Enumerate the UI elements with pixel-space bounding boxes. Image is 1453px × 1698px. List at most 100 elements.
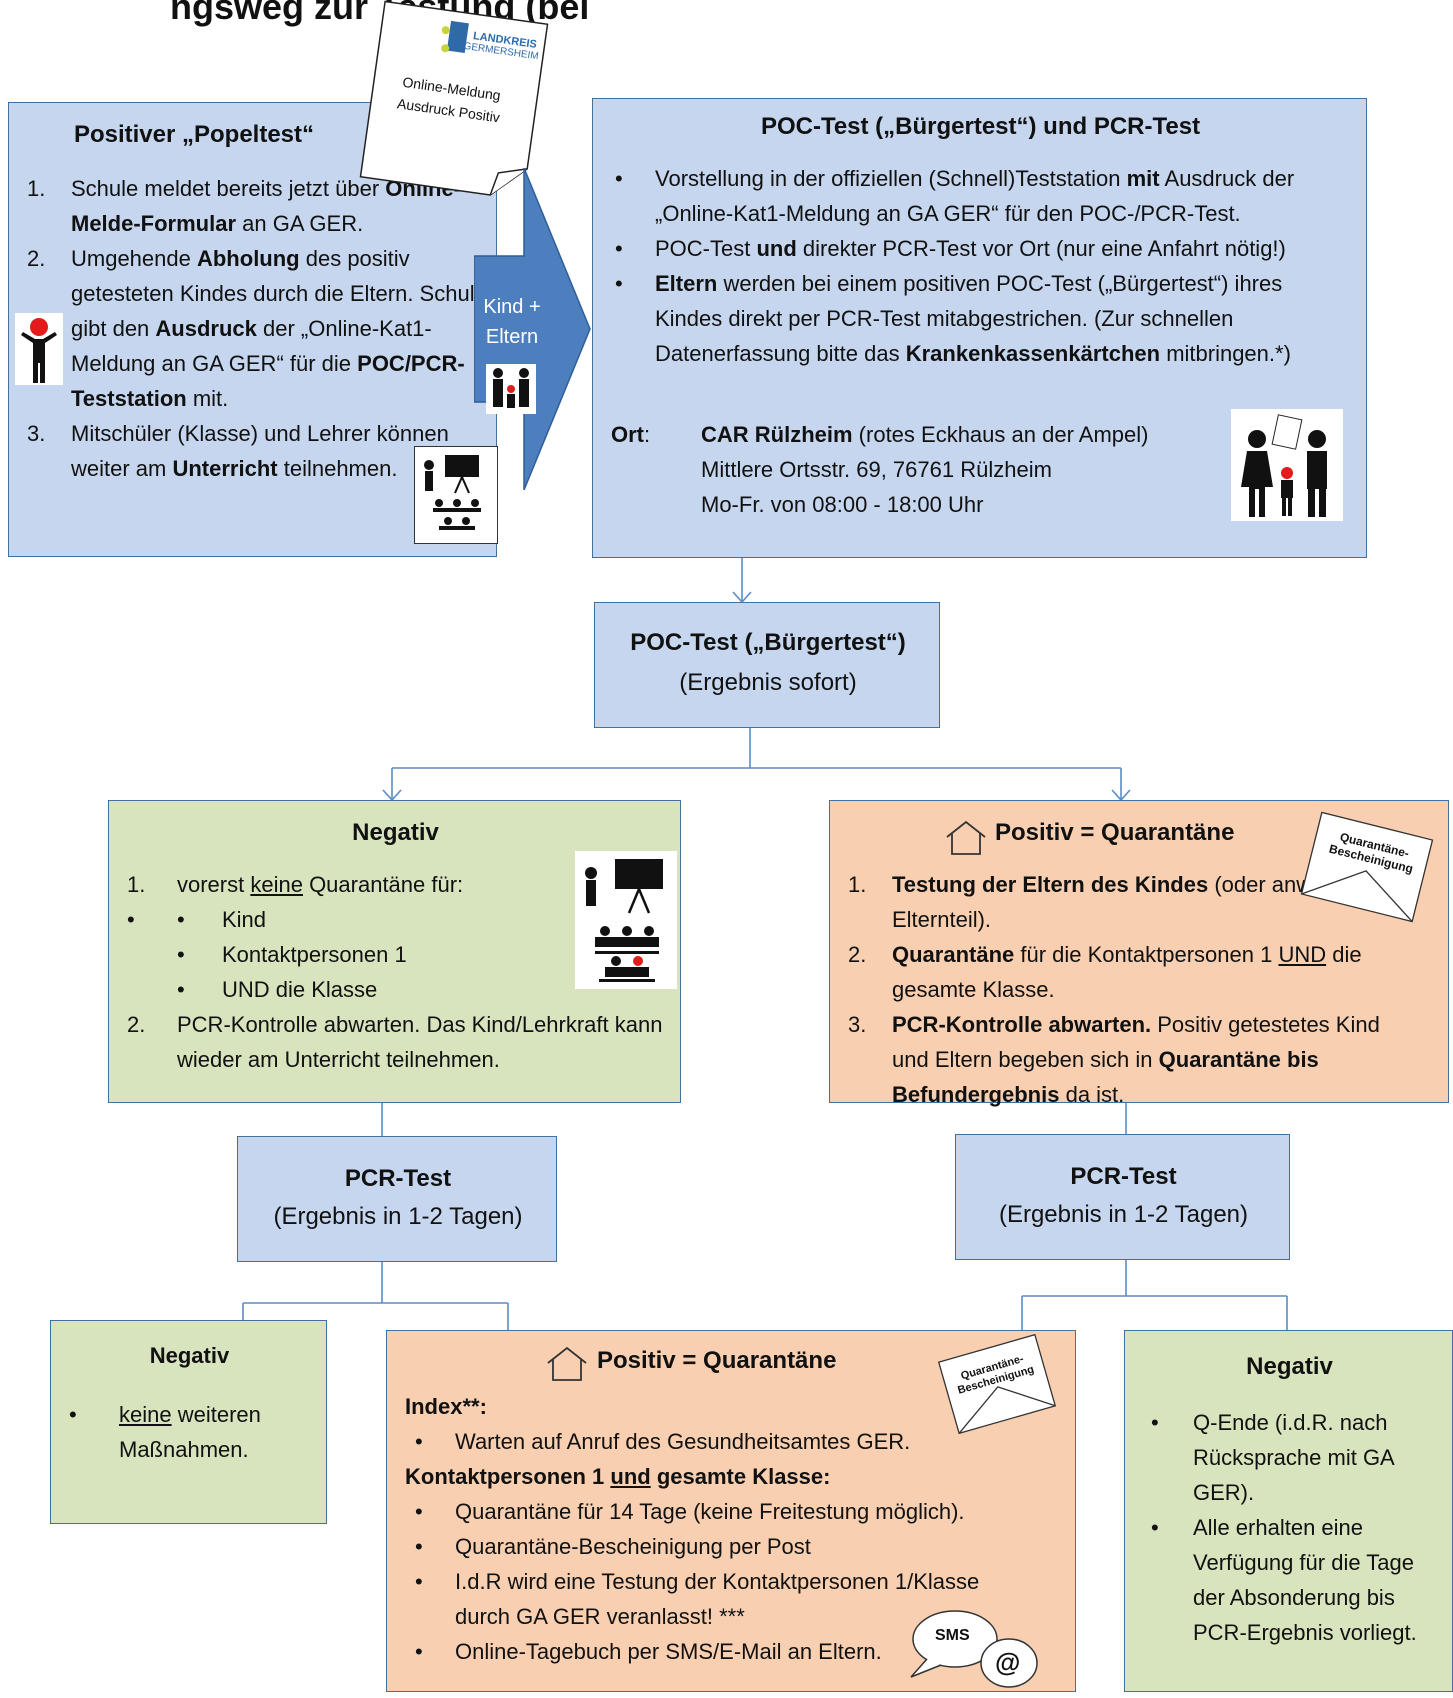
item-text-underlined: keine: [119, 1402, 172, 1427]
list-number: 1.: [27, 176, 46, 201]
email-at-label: @: [995, 1647, 1021, 1677]
bullet-item: UND die Klasse: [222, 977, 378, 1002]
positive-quarantine-box-2: Positiv = Quarantäne Index**: •Warten au…: [386, 1330, 1076, 1692]
box-title: PCR-Test: [344, 1165, 452, 1192]
list-item: 3.Mitschüler (Klasse) und Lehrer können …: [27, 416, 487, 486]
bullet-item: Kind: [222, 907, 267, 932]
rich-text-fragment: mit.: [186, 386, 229, 411]
item-text: Quarantäne für:: [302, 872, 464, 897]
pos1-list: 1.Testung der Eltern des Kindes (oder an…: [848, 867, 1408, 1112]
list-number: 3.: [848, 1012, 867, 1037]
box-title: POC-Test („Bürgertest“) und PCR-Test: [760, 113, 1201, 140]
ort-address: Mittlere Ortsstr. 69, 76761 Rülzheim: [701, 457, 1052, 482]
box-title: POC-Test („Bürgertest“): [630, 629, 906, 656]
rich-text-fragment: POC-Test: [655, 236, 757, 261]
neg3-list: •Q-Ende (i.d.R. nach Rücksprache mit GA …: [1151, 1410, 1417, 1645]
list-number: 2.: [848, 942, 867, 967]
rich-text-fragment: werden bei einem positiven POC-Test („Bü…: [655, 271, 1283, 366]
sms-label: SMS: [935, 1627, 970, 1644]
list-item: 1.Testung der Eltern des Kindes (oder an…: [848, 867, 1408, 937]
rich-text-fragment: Vorstellung in der offiziellen (Schnell)…: [655, 166, 1127, 191]
box-title: Negativ: [352, 819, 439, 846]
list-item: 1.Schule meldet bereits jetzt über Onlin…: [27, 171, 487, 241]
pos2-list: Index**: •Warten auf Anruf des Gesundhei…: [405, 1394, 980, 1664]
box-title: Negativ: [149, 1343, 230, 1368]
online-report-printout: LANDKREIS GERMERSHEIM Online-Meldung Aus…: [356, 0, 552, 204]
family-icon: [1231, 409, 1343, 521]
list-number: 1.: [848, 872, 867, 897]
pcr-test-box-left: PCR-Test (Ergebnis in 1-2 Tagen): [237, 1136, 557, 1262]
rich-text-fragment: für die Kontaktpersonen 1: [1014, 942, 1279, 967]
rich-text-fragment: Eltern: [655, 271, 718, 296]
rich-text-fragment: Quarantäne bis Befundergebnis: [892, 1047, 1319, 1107]
box-title: Negativ: [1246, 1353, 1333, 1380]
rich-text-fragment: mitbringen.*): [1160, 341, 1291, 366]
kp-label: gesamte Klasse:: [650, 1464, 831, 1489]
index-label: Index**:: [405, 1394, 487, 1419]
ort-name: CAR Rülzheim: [701, 422, 853, 447]
box-title: Positiv = Quarantäne: [597, 1347, 837, 1374]
rich-text-fragment: teilnehmen.: [277, 456, 398, 481]
rich-text-fragment: da ist.: [1059, 1082, 1125, 1107]
rich-text-fragment: Umgehende: [71, 246, 197, 271]
rich-text-fragment: der „Online-Kat1-Meldung an GA GER“ für …: [71, 316, 432, 376]
negative-box-2: Negativ •keine weiteren Maßnahmen.: [50, 1320, 327, 1524]
ort-rest: (rotes Eckhaus an der Ampel): [852, 422, 1149, 447]
rich-text-fragment: PCR-Kontrolle abwarten.: [892, 1012, 1152, 1037]
kp-label-underlined: und: [610, 1464, 651, 1489]
arrow-label: Kind + Eltern: [483, 296, 541, 348]
ort-label: Ort: [611, 422, 644, 447]
rich-text-fragment: UND: [1278, 942, 1327, 967]
rich-text-fragment: Online-Melde-Formular: [71, 176, 462, 236]
bullet: •: [615, 166, 623, 191]
house-icon: [545, 1345, 589, 1388]
rich-text-fragment: Mitschüler (Klasse) und Lehrer können we…: [71, 421, 449, 481]
item-text: vorerst: [177, 872, 251, 897]
bullet: •: [615, 271, 623, 296]
item-text-underlined: keine: [250, 872, 303, 897]
rich-text-fragment: Positiv getestetes Kind und Eltern begeb…: [892, 1012, 1380, 1072]
bullet-item: Online-Tagebuch per SMS/E-Mail an Eltern…: [455, 1639, 882, 1664]
ort-hours: Mo-Fr. von 08:00 - 18:00 Uhr: [701, 492, 984, 517]
rich-text-fragment: mit: [1126, 166, 1160, 191]
box2-list: • Vorstellung in der offiziellen (Schnell…: [611, 161, 1351, 371]
certificate-envelope: Quarantäne-Bescheinigung: [1294, 805, 1439, 929]
positive-quarantine-box-1: Positiv = Quarantäne 1. Testung der Elter…: [829, 800, 1449, 1107]
box-title: Positiver „Popeltest“: [73, 121, 315, 148]
family-icon-small: [486, 364, 536, 414]
bullet-item: Warten auf Anruf des Gesundheitsamtes GE…: [455, 1429, 911, 1454]
bullet: •: [615, 236, 623, 261]
list-item: 2.Umgehende Abholung des positiv geteste…: [27, 241, 487, 416]
bullet-item: Quarantäne für 14 Tage (keine Freitestun…: [455, 1499, 965, 1524]
rich-text-fragment: Krankenkassenkärtchen: [905, 341, 1161, 366]
list-item: • Eltern werden bei einem positiven POC-T…: [611, 266, 1351, 371]
rich-text-fragment: und: [756, 236, 797, 261]
classroom-icon: [575, 851, 677, 989]
item-text: PCR-Kontrolle abwarten. Das Kind/Lehrkra…: [177, 1012, 663, 1072]
rich-text-fragment: Quarantäne: [892, 942, 1015, 967]
kind-eltern-arrow: Kind + Eltern: [473, 167, 594, 491]
box-subtitle: (Ergebnis in 1-2 Tagen): [273, 1203, 523, 1230]
box-title: Positiv = Quarantäne: [995, 819, 1235, 846]
bullet-item: Q-Ende (i.d.R. nach Rücksprache mit GA G…: [1193, 1410, 1394, 1505]
box-subtitle: (Ergebnis in 1-2 Tagen): [998, 1201, 1249, 1228]
certificate-envelope: Quarantäne-Bescheinigung: [931, 1327, 1062, 1441]
negative-box-1: Negativ 1.vorerst keine Quarantäne für: …: [108, 800, 681, 1103]
bullet-item: Quarantäne-Bescheinigung per Post: [455, 1534, 811, 1559]
rich-text-fragment: an GA GER.: [236, 211, 364, 236]
rich-text-fragment: Ausdruck: [155, 316, 257, 341]
ort-block: Ort:CAR Rülzheim (rotes Eckhaus an der A…: [611, 417, 1211, 522]
rich-text-fragment: direkter PCR-Test vor Ort (nur eine Anfa…: [796, 236, 1286, 261]
neg2-list: •keine weiteren Maßnahmen.: [69, 1402, 261, 1462]
bullet-item: Alle erhalten eine Verfügung für die Tag…: [1193, 1515, 1417, 1645]
house-icon: [944, 819, 988, 862]
list-number: 2.: [27, 246, 46, 271]
rich-text-fragment: Testung der Eltern des Kindes: [892, 872, 1209, 897]
bullet-item: I.d.R wird eine Testung der Kontaktperso…: [455, 1569, 980, 1629]
rich-text-fragment: Unterricht: [172, 456, 278, 481]
list-item: 2. Quarantäne für die Kontaktpersonen 1 U…: [848, 937, 1408, 1007]
box-subtitle: (Ergebnis sofort): [679, 669, 857, 696]
rich-text-fragment: POC/PCR-Teststation: [71, 351, 465, 411]
rich-text-fragment: Ausdruck der „Online-Kat1-Meldung an GA …: [655, 166, 1295, 226]
